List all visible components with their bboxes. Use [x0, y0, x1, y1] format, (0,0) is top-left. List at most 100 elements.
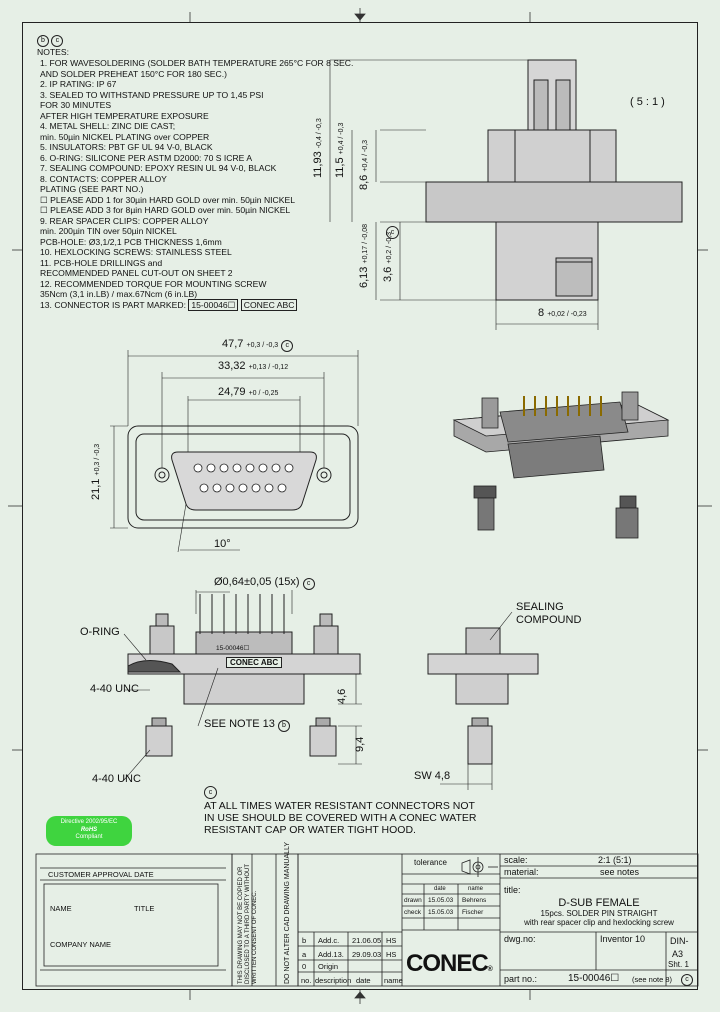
- dim-24-79: 24,79 +0 / -0,25: [218, 386, 279, 398]
- circle-c-title: c: [681, 974, 693, 986]
- oring-label: O-RING: [80, 626, 120, 638]
- note-line: RECOMMENDED PANEL CUT-OUT ON SHEET 2: [40, 268, 233, 278]
- dim-33-32: 33,32 +0,13 / -0,12: [218, 360, 289, 372]
- check-date: 15.05.03: [428, 909, 454, 916]
- note-line: 3. SEALED TO WITHSTAND PRESSURE UP TO 1,…: [40, 89, 264, 100]
- dim-4-6: 4,6: [336, 688, 348, 704]
- contact-hole: [264, 483, 274, 493]
- rev-a-date: 29.09.03: [352, 950, 382, 959]
- conec-logo: CONEC®: [406, 950, 493, 977]
- customer-approval: CUSTOMER APPROVAL DATE: [48, 870, 154, 879]
- note-line: 8. CONTACTS: COPPER ALLOY: [40, 173, 167, 184]
- contact-hole: [193, 463, 203, 473]
- title-block-grid: [35, 853, 699, 987]
- tolerance-label: tolerance: [414, 858, 447, 867]
- dim-3-6: 3,6 +0,2 / -0,3: [382, 231, 394, 282]
- dim-21-1: 21,1 +0,3 / -0,3: [90, 443, 102, 500]
- note-line: min. 50µin NICKEL PLATING over COPPER: [40, 131, 210, 142]
- do-not-alter-note: DO NOT ALTER CAD DRAWING MANUALLY: [284, 841, 291, 984]
- brand-mark-box: CONEC ABC: [240, 298, 298, 311]
- angle-10: 10°: [214, 538, 231, 550]
- company-field: COMPANY NAME: [50, 940, 111, 949]
- circle-c-water: c: [204, 786, 217, 799]
- dim-11-93: 11,93 -0,4 / -0,3: [312, 118, 324, 178]
- drawing-title: D-SUB FEMALE 15pcs. SOLDER PIN STRAIGHT …: [524, 897, 674, 927]
- contact-hole: [206, 463, 216, 473]
- rev-0-desc: Origin: [318, 962, 339, 971]
- part-mark-box: 15-00046☐: [188, 298, 239, 311]
- dim-8-6: 8,6 +0,4 / -0,3: [358, 139, 370, 190]
- note-line: 7. SEALING COMPOUND: EPOXY RESIN UL 94 V…: [40, 163, 277, 173]
- part-no-key: part no.:: [504, 974, 538, 984]
- din-label: DIN-: [670, 936, 689, 946]
- circle-b-note: b: [277, 720, 290, 732]
- scale-key: scale:: [504, 855, 528, 865]
- title-field: TITLE: [134, 904, 155, 913]
- section-brand-marking: CONEC ABC: [226, 657, 283, 668]
- note-line: 12. RECOMMENDED TORQUE FOR MOUNTING SCRE…: [40, 278, 267, 289]
- rev-b-no: b: [302, 936, 307, 945]
- circle-c-pin: c: [302, 578, 315, 590]
- a3-label: A3: [672, 949, 684, 959]
- iso-pins: [523, 396, 602, 416]
- dwg-no-key: dwg.no:: [504, 934, 536, 944]
- projection-symbol: [461, 857, 498, 877]
- rev-desc-header: description: [315, 976, 352, 985]
- compound-label: COMPOUND: [516, 614, 582, 626]
- rohs-badge: Directive 2002/95/EC RoHS Compliant: [46, 816, 132, 846]
- iso-view: [452, 391, 670, 539]
- notes-list: 1. FOR WAVESOLDERING (SOLDER BATH TEMPER…: [40, 58, 354, 311]
- note-line: 4. METAL SHELL: ZINC DIE CAST;: [40, 121, 176, 131]
- check-label: check: [404, 909, 421, 916]
- contact-hole: [199, 483, 209, 493]
- contact-hole: [251, 483, 261, 493]
- name-header: name: [468, 886, 484, 892]
- scale-value: 2:1 (5:1): [598, 855, 632, 865]
- water-note: AT ALL TIMES WATER RESISTANT CONNECTORS …: [204, 800, 477, 836]
- contact-hole: [277, 483, 287, 493]
- scale-label: ( 5 : 1 ): [630, 96, 665, 108]
- circle-c: c: [51, 35, 64, 47]
- front-view: [127, 425, 359, 529]
- part-no-note: (see note 8): [632, 975, 673, 984]
- circle-c-side: c: [386, 226, 399, 239]
- note-line: ☐ PLEASE ADD 1 for 30µin HARD GOLD over …: [40, 194, 295, 205]
- unc-label-1: 4-40 UNC: [90, 683, 139, 695]
- sheet-label: Sht. 1: [668, 960, 689, 969]
- note-line: 1. FOR WAVESOLDERING (SOLDER BATH TEMPER…: [40, 58, 354, 68]
- rev-a-by: HS: [386, 950, 397, 959]
- rev-b-by: HS: [386, 936, 397, 945]
- rev-name-header: name: [384, 976, 403, 985]
- note-line: PCB-HOLE: Ø3,1/2,1 PCB THICKNESS 1,6mm: [40, 236, 222, 247]
- check-name: Fischer: [462, 909, 484, 916]
- note-line: 9. REAR SPACER CLIPS: COPPER ALLOY: [40, 215, 209, 226]
- section-part-marking: 15-00046☐: [216, 645, 250, 652]
- note-line: 13. CONNECTOR IS PART MARKED: 15-00046☐ …: [40, 298, 353, 311]
- note-line: 2. IP RATING: IP 67: [40, 79, 117, 89]
- note-line: 6. O-RING: SILICONE PER ASTM D2000: 70 S…: [40, 152, 253, 163]
- title-key: title:: [504, 885, 521, 895]
- contact-hole: [225, 483, 235, 493]
- drawn-label: drawn: [404, 897, 422, 904]
- note-line: PLATING (SEE PART NO.): [40, 184, 144, 194]
- note-line: min. 200µin TIN over 50µin NICKEL: [40, 226, 177, 236]
- dim-9-4: 9,4: [354, 736, 366, 752]
- note-line: 10. HEXLOCKING SCREWS: STAINLESS STEEL: [40, 247, 232, 257]
- material-value: see notes: [600, 867, 640, 877]
- rev-0-no: 0: [302, 962, 307, 971]
- contact-hole: [258, 463, 268, 473]
- rev-b-desc: Add.c.: [318, 936, 340, 945]
- drawn-date: 15.05.03: [428, 897, 454, 904]
- pin-diameter: Ø0,64±0,05 (15x) c: [214, 576, 315, 590]
- unc-label-2: 4-40 UNC: [92, 773, 141, 785]
- rev-date-header: date: [356, 976, 371, 985]
- inventor-label: Inventor 10: [600, 934, 646, 944]
- side-view: [425, 59, 683, 301]
- date-header: date: [434, 886, 446, 892]
- section-view: [127, 613, 539, 765]
- dim-11-5: 11,5 +0,4 / -0,3: [334, 122, 346, 178]
- circle-b: b: [37, 35, 49, 47]
- note-line: 35Ncm (3,1 in.LB) / max.67Ncm (6 in.LB): [40, 289, 198, 299]
- sealing-label: SEALING: [516, 601, 564, 613]
